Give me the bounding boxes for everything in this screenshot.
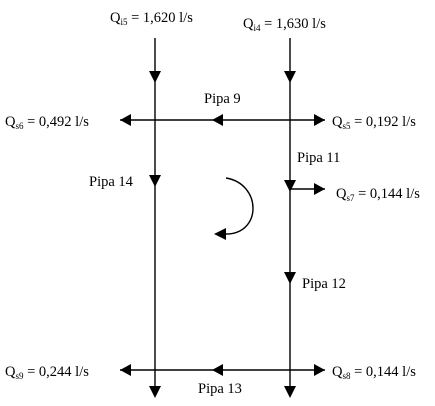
- label-qs8: Qs8 = 0,144 l/s: [332, 364, 416, 381]
- label-pipa12: Pipa 12: [302, 276, 346, 292]
- inflow-qi5-arrow: [149, 71, 161, 83]
- bottom-left-outlet-arrow: [149, 386, 161, 398]
- bottom-right-outlet-arrow: [284, 386, 296, 398]
- pipa9-direction-arrow: [212, 114, 223, 126]
- label-qs7: Qs7 = 0,144 l/s: [336, 186, 420, 203]
- label-qs9: Qs9 = 0,244 l/s: [5, 364, 89, 381]
- label-qi4: Qi4 = 1,630 l/s: [243, 16, 326, 33]
- outflow-qs7-arrow: [314, 183, 325, 195]
- outflow-qs9-arrow: [120, 364, 131, 376]
- pipa12-direction-arrow: [284, 272, 296, 284]
- pipa11-direction-arrow: [284, 180, 296, 192]
- label-qs6: Qs6 = 0,492 l/s: [5, 114, 89, 131]
- loop-direction-arc: [225, 177, 254, 235]
- label-qi5: Qi5 = 1,620 l/s: [110, 10, 193, 27]
- outflow-qs8-arrow: [314, 364, 325, 376]
- label-pipa14: Pipa 14: [89, 174, 134, 190]
- label-pipa13: Pipa 13: [198, 381, 242, 397]
- label-qs5: Qs5 = 0,192 l/s: [332, 114, 416, 131]
- pipa13-direction-arrow: [212, 364, 223, 376]
- label-pipa11: Pipa 11: [297, 150, 340, 166]
- pipa14-direction-arrow: [149, 175, 161, 187]
- outflow-qs5-arrow: [314, 114, 325, 126]
- outflow-qs6-arrow: [120, 114, 131, 126]
- loop-direction-arrowhead: [214, 228, 226, 240]
- inflow-qi4-arrow: [284, 71, 296, 83]
- label-pipa9: Pipa 9: [204, 91, 241, 107]
